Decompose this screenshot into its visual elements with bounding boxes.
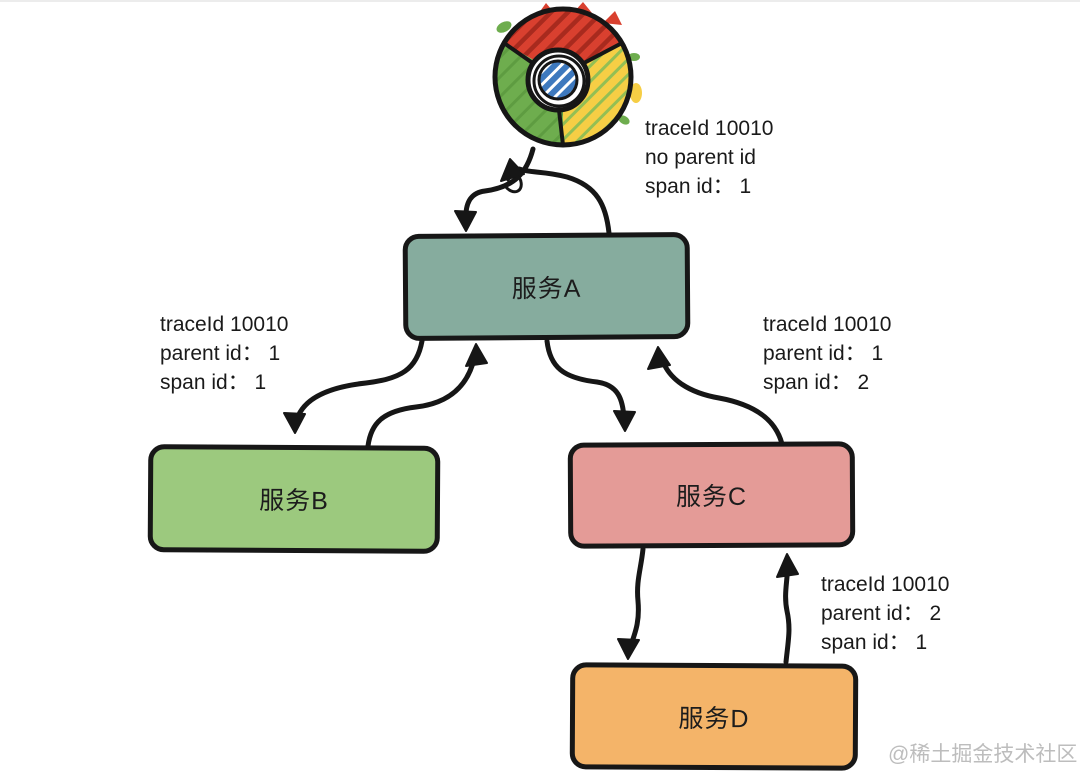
- chrome-blue-core: [537, 59, 579, 101]
- arrow-a-to-client: [500, 158, 612, 236]
- chrome-hub-ring: [525, 47, 591, 113]
- annotation-line: span id： 1: [821, 631, 928, 654]
- chrome-outline: [492, 6, 634, 148]
- service-node-b: 服务B: [147, 444, 441, 554]
- annotation-line: span id： 1: [645, 175, 752, 198]
- annotation-line: traceId 10010: [821, 573, 950, 596]
- chrome-hub-ring-sketch: [532, 54, 586, 108]
- annotation-line: traceId 10010: [763, 313, 892, 336]
- service-label-b: 服务B: [259, 486, 329, 516]
- chrome-red-segment: [504, 8, 622, 77]
- chrome-logo: [492, 2, 642, 148]
- service-node-d: 服务D: [569, 662, 859, 771]
- arrow-a-to-c: [544, 338, 636, 432]
- annotation-service-d-trace: traceId 10010 parent id： 2 span id： 1: [821, 570, 949, 657]
- green-paint-accent: [496, 21, 512, 33]
- annotation-line: no parent id: [645, 146, 756, 169]
- service-label-d: 服务D: [678, 704, 750, 733]
- annotation-service-c-trace: traceId 10010 parent id： 1 span id： 2: [763, 310, 891, 397]
- chrome-divider-lines: [502, 41, 624, 147]
- arrow-c-to-a: [647, 346, 785, 447]
- annotation-line: span id： 1: [160, 371, 267, 394]
- annotation-line: parent id： 1: [763, 342, 884, 365]
- green-paint-accent: [628, 53, 640, 61]
- arrow-a-to-b: [283, 338, 425, 434]
- green-paint-accent: [618, 115, 630, 125]
- annotation-line: traceId 10010: [645, 117, 774, 140]
- annotation-line: parent id： 1: [160, 342, 281, 365]
- service-node-c: 服务C: [567, 441, 856, 549]
- annotation-line: traceId 10010: [160, 313, 289, 336]
- arrow-client-to-a: [454, 146, 536, 232]
- chrome-green-segment: [494, 43, 563, 146]
- watermark: @稀土掘金技术社区: [888, 743, 1078, 766]
- yellow-paint-accent: [630, 83, 642, 103]
- arrow-d-to-c: [776, 553, 799, 665]
- annotation-line: parent id： 2: [821, 602, 942, 625]
- arrow-c-to-d: [617, 546, 646, 660]
- annotation-service-b-trace: traceId 10010 parent id： 1 span id： 1: [160, 310, 288, 397]
- annotation-client-trace: traceId 10010 no parent id span id： 1: [645, 114, 773, 201]
- chrome-yellow-segment: [563, 43, 632, 146]
- arrow-b-to-a: [365, 343, 488, 449]
- service-label-a: 服务A: [511, 274, 582, 303]
- page-top-divider: [0, 0, 1080, 2]
- service-label-c: 服务C: [675, 482, 748, 512]
- annotation-line: span id： 2: [763, 371, 870, 394]
- service-node-a: 服务A: [402, 231, 691, 342]
- red-paint-accent: [536, 2, 622, 25]
